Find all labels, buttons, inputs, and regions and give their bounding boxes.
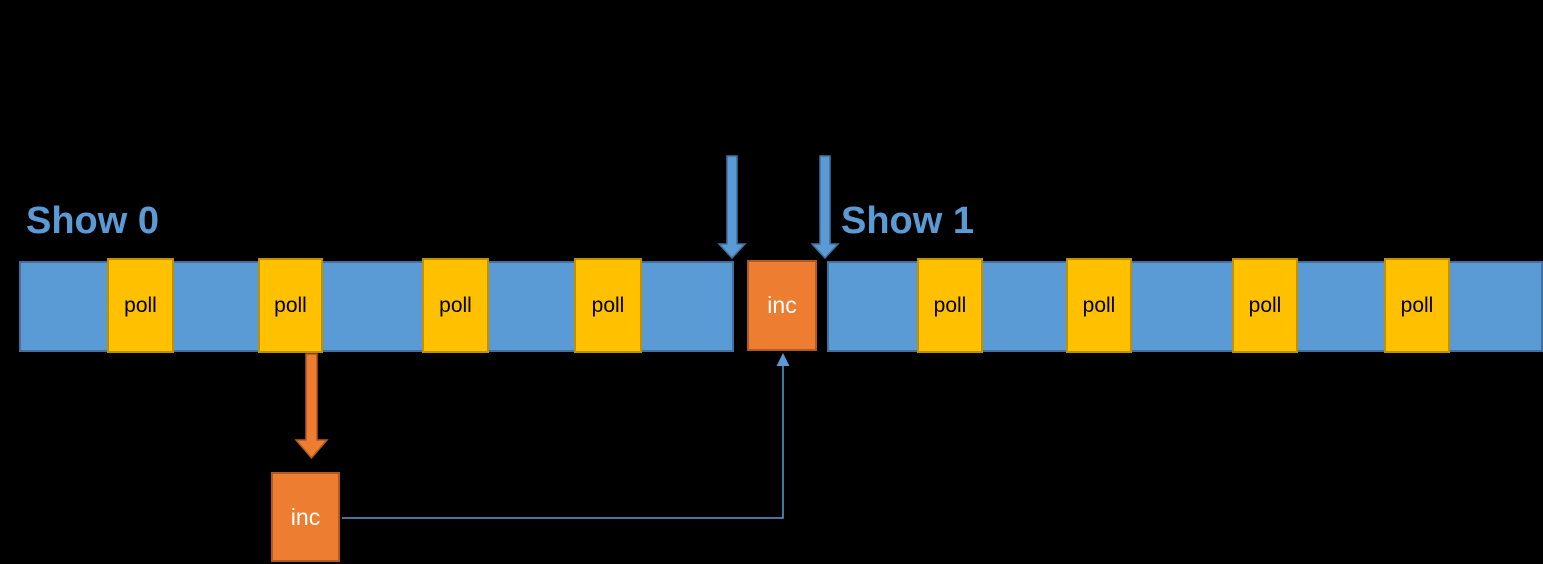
show1-start-arrow-icon	[810, 155, 840, 260]
poll-block-1: poll	[107, 258, 174, 353]
poll-label: poll	[274, 293, 307, 317]
poll-block-6: poll	[1066, 258, 1132, 353]
poll-block-5: poll	[917, 258, 983, 353]
inc-connector-arrowhead-icon	[776, 353, 790, 366]
poll-block-7: poll	[1232, 258, 1298, 353]
poll-label: poll	[933, 293, 967, 317]
poll-block-8: poll	[1384, 258, 1450, 353]
inc-drop-arrow-icon	[294, 353, 329, 460]
poll-label: poll	[1400, 293, 1434, 317]
inc-block-detached: inc	[271, 472, 340, 562]
show0-label: Show 0	[26, 200, 160, 242]
poll-block-3: poll	[422, 258, 489, 353]
poll-label: poll	[439, 293, 472, 317]
poll-label: poll	[1082, 293, 1116, 317]
poll-label: poll	[591, 293, 625, 317]
poll-label: poll	[1248, 293, 1282, 317]
poll-label: poll	[124, 293, 157, 317]
inc-block-timeline: inc	[747, 260, 817, 351]
poll-block-2: poll	[258, 258, 323, 353]
show1-label: Show 1	[841, 200, 975, 242]
show0-end-arrow-icon	[717, 155, 747, 260]
inc-label: inc	[290, 503, 321, 530]
inc-label: inc	[767, 292, 797, 318]
inc-connector-line	[342, 366, 784, 519]
poll-block-4: poll	[574, 258, 642, 353]
